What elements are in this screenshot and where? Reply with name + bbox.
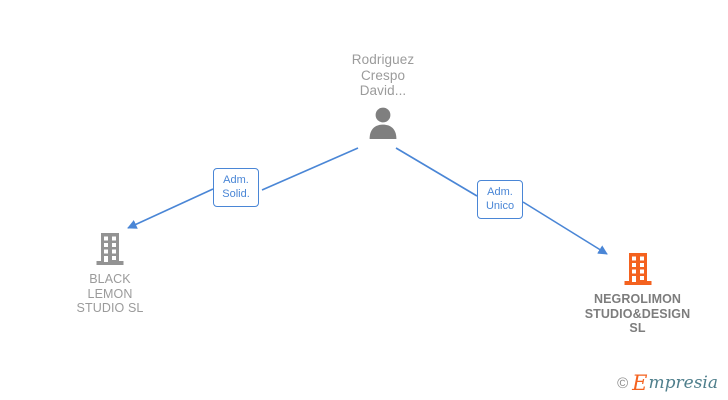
edge-arrow-right — [522, 201, 608, 255]
edge-label-adm-unico[interactable]: Adm. Unico — [477, 180, 523, 219]
node-company-negrolimon-studio-design[interactable]: NEGROLIMON STUDIO&DESIGN SL — [565, 252, 710, 336]
brand-initial: E — [632, 371, 648, 395]
copyright-icon: © — [617, 375, 629, 392]
watermark-empresia: © E mpresia — [617, 373, 718, 394]
building-icon — [624, 253, 651, 285]
brand-name: mpresia — [648, 373, 719, 393]
edge-line-left — [261, 147, 359, 191]
edge-label-adm-solid[interactable]: Adm. Solid. — [213, 168, 259, 207]
company-name-label: BLACK LEMON STUDIO SL — [76, 272, 144, 315]
company-name-label: NEGROLIMON STUDIO&DESIGN SL — [584, 292, 691, 335]
person-name-label: Rodriguez Crespo David... — [351, 52, 415, 98]
node-company-black-lemon-studio[interactable]: BLACK LEMON STUDIO SL — [50, 232, 170, 316]
person-icon — [369, 107, 397, 139]
edge-line-right — [395, 147, 478, 197]
building-icon — [96, 233, 124, 265]
node-person-root[interactable]: Rodriguez Crespo David... — [323, 52, 443, 139]
edge-arrow-left — [127, 188, 214, 229]
